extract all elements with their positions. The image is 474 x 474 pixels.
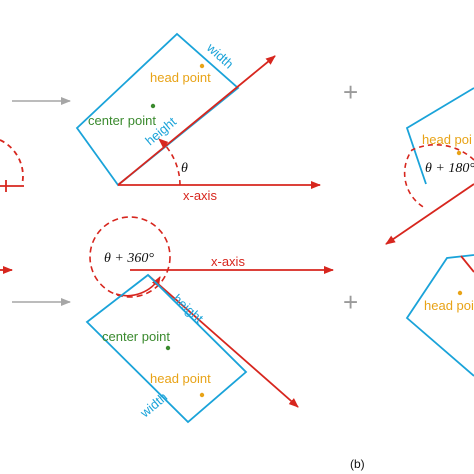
right-top-panel: head poi θ + 180° (385, 87, 474, 245)
bounding-box (85, 273, 248, 424)
angle-arc (403, 143, 474, 209)
direction-arrow (460, 255, 474, 273)
angle-label: θ + 180° (425, 161, 474, 176)
direction-arrow (385, 183, 474, 245)
width-label: width (137, 389, 171, 421)
bounding-box (405, 254, 474, 377)
head-point-dot (457, 290, 463, 296)
head-point-dot (199, 63, 205, 69)
angle-circle (89, 216, 171, 298)
x-axis-label: x-axis (183, 188, 217, 203)
direction-arrow (117, 55, 276, 186)
angle-label: θ + 360° (104, 251, 154, 266)
right-bottom-panel: head point (405, 254, 474, 377)
caption: (b) (350, 457, 365, 471)
plus-sign-top: + (343, 77, 358, 107)
direction-arrow (147, 274, 299, 408)
plus-sign-bottom: + (343, 287, 358, 317)
head-point-dot (456, 150, 462, 156)
left-partial-top (0, 139, 24, 192)
x-axis-label: x-axis (211, 254, 245, 269)
angle-label: θ (181, 161, 188, 176)
head-point-dot (199, 392, 205, 398)
center-point-dot (165, 345, 171, 351)
center-point-dot (150, 103, 156, 109)
head-point-label: head point (150, 70, 211, 85)
center-point-label: center point (102, 329, 170, 344)
center-point-label: center point (88, 113, 156, 128)
head-point-label: head point (150, 371, 211, 386)
head-point-label: head poi (422, 132, 472, 147)
bounding-box (405, 87, 474, 185)
top-panel: width head point center point height θ x… (75, 32, 321, 203)
angle-arc (158, 138, 181, 186)
width-label: width (203, 39, 236, 71)
bottom-panel: θ + 360° x-axis height center point head… (85, 216, 334, 424)
bounding-box (75, 32, 240, 187)
head-point-label: head point (424, 298, 474, 313)
